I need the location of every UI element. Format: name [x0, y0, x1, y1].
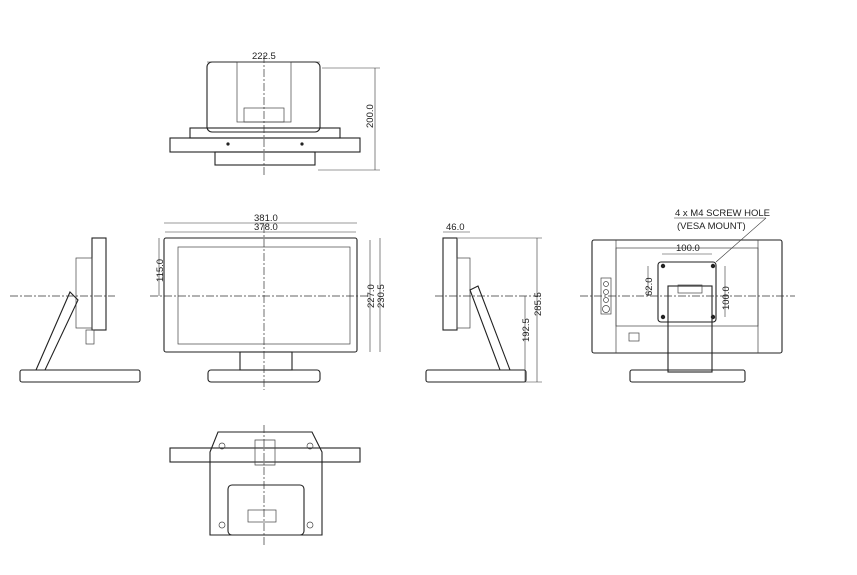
- dim-total-height: 285.5: [533, 292, 544, 316]
- dim-top-depth: 200.0: [365, 104, 376, 128]
- dim-overall-width: 381.0: [254, 213, 278, 224]
- left-side-view: [10, 237, 141, 383]
- callout-screw-hole: 4 x M4 SCREW HOLE: [675, 208, 770, 219]
- callout-vesa-mount: (VESA MOUNT): [677, 221, 746, 232]
- dim-vesa-vertical: 100.0: [721, 286, 732, 310]
- dim-vesa-offset: 62.0: [644, 278, 655, 297]
- dim-panel-width: 378.0: [254, 222, 278, 233]
- bottom-view: [169, 425, 361, 545]
- dim-panel-height: 227.0: [366, 284, 377, 308]
- dim-thickness: 46.0: [446, 222, 465, 233]
- top-view: 222.5 200.0: [169, 51, 380, 175]
- dim-center-height: 115.0: [155, 259, 166, 282]
- dim-center-from-base: 192.5: [521, 318, 532, 342]
- front-view: 381.0 378.0 115.0 227.0 230.5: [150, 213, 387, 390]
- right-side-view: 46.0 192.5 285.5: [425, 222, 544, 383]
- dim-overall-height: 230.5: [376, 284, 387, 308]
- rear-view: 100.0 100.0 62.0 4 x M4 SCREW HOLE (VESA…: [580, 208, 795, 383]
- dim-top-width: 222.5: [252, 51, 276, 62]
- dim-vesa-horizontal: 100.0: [676, 243, 700, 254]
